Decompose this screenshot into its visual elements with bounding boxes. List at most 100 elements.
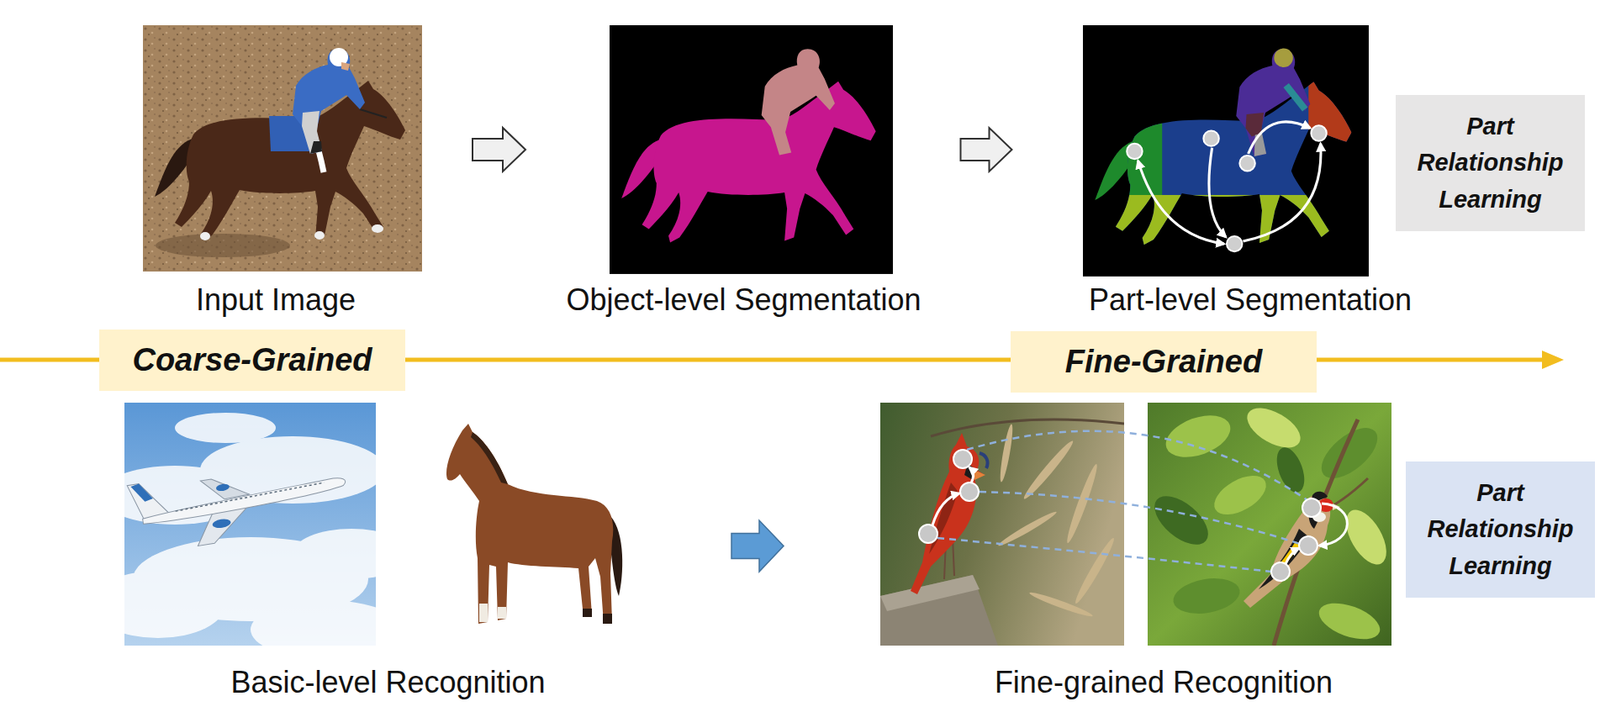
horse-photo: [446, 423, 623, 624]
correspondence-lines: [979, 491, 1300, 544]
horse-photo: [602, 613, 613, 624]
horse-rider-photo: [310, 141, 323, 154]
airplane-photo: [215, 483, 230, 492]
object-mask: [642, 81, 877, 243]
cardinal-photo: [930, 419, 1125, 437]
cardinal-photo: [929, 482, 958, 555]
goldfinch-photo: [1170, 573, 1243, 618]
part-mask: [1126, 125, 1327, 252]
box-label: Fine-Grained: [1017, 343, 1310, 382]
horse-photo: [470, 432, 508, 485]
airplane-photo: [126, 452, 352, 556]
goldfinch-photo: [1208, 467, 1273, 523]
horse-rider-photo: [371, 224, 384, 233]
bird-keypoints: [932, 493, 960, 526]
cardinal-photo: [1071, 536, 1118, 607]
object-mask: [609, 25, 893, 275]
cardinal-photo: [880, 575, 980, 612]
part-mask: [1308, 25, 1369, 143]
image-group: Fine-grained Recognition: [880, 402, 1392, 646]
part-mask: [1226, 236, 1242, 252]
goldfinch-photo: [1145, 400, 1395, 647]
cardinal-photo: [974, 469, 986, 481]
airplane-photo: [90, 402, 411, 660]
part-mask: [1235, 49, 1310, 158]
bird-keypoints: [1319, 503, 1347, 546]
object-mask: [761, 48, 835, 155]
goldfinch-photo: [1147, 486, 1217, 554]
image-panel: Part-level Segmentation: [1082, 25, 1369, 277]
bird-keypoints: [1302, 498, 1321, 518]
airplane-photo: [141, 476, 348, 526]
panel-caption: Part-level Segmentation: [1088, 281, 1412, 318]
horse-photo: [497, 607, 507, 619]
part-mask: [1254, 133, 1267, 158]
cardinal-photo: [880, 402, 1125, 646]
part-mask: [1082, 25, 1369, 277]
bird-keypoints: [1271, 498, 1321, 581]
bird-keypoints: [918, 449, 979, 544]
panel-caption: Input Image: [195, 281, 356, 318]
airplane-photo: [174, 482, 326, 512]
correspondence-lines: [937, 538, 1272, 572]
airplane-photo: [124, 412, 376, 646]
bird-keypoints: [1271, 562, 1290, 581]
cardinal-photo: [880, 575, 999, 646]
cardinal-photo: [1028, 590, 1094, 620]
airplane-photo: [211, 517, 232, 529]
part-mask: [1082, 25, 1369, 277]
horse-rider-photo: [301, 110, 323, 154]
cardinal-photo: [1020, 438, 1077, 502]
part-mask: [1310, 125, 1326, 141]
bird-keypoints: [1299, 536, 1318, 555]
goldfinch-photo: [1337, 503, 1392, 571]
bird-keypoints: [918, 524, 938, 544]
box-label: Coarse-Grained: [105, 341, 399, 381]
part-mask: [1082, 25, 1369, 277]
cardinal-photo: [996, 423, 1117, 620]
timeline-arrow: [1541, 350, 1564, 370]
horse-rider-photo: [142, 25, 423, 272]
bird-keypoints: [918, 449, 979, 544]
airplane-photo: [124, 402, 376, 646]
goldfinch-photo: [1313, 418, 1387, 488]
part-mask: [1273, 48, 1294, 68]
concept-box: Part Relationship Learning: [1405, 461, 1595, 599]
cardinal-photo: [979, 453, 988, 469]
horse-photo: [446, 423, 613, 624]
horse-rider-photo: [314, 231, 325, 240]
horse-rider-photo: [200, 232, 211, 241]
cardinal-photo: [996, 509, 1058, 550]
panel-caption: Basic-level Recognition: [230, 664, 545, 701]
horse-rider-photo: [292, 48, 365, 154]
flow-arrow: [472, 127, 526, 172]
airplane-photo: [130, 481, 154, 503]
part-mask: [1082, 25, 1369, 277]
horse-rider-photo: [341, 62, 350, 71]
part-mask: [1286, 84, 1306, 110]
goldfinch-photo: [1147, 402, 1392, 646]
airplane-photo: [124, 570, 226, 639]
horse-rider-photo: [174, 80, 406, 241]
horse-rider-photo: [155, 233, 291, 258]
part-mask: [1242, 143, 1321, 242]
stage-label: Coarse-Grained: [99, 329, 406, 391]
bird-keypoints: [1285, 548, 1300, 565]
airplane-photo: [174, 412, 276, 444]
horse-rider-photo: [142, 25, 423, 272]
image-panel: Input Image: [142, 25, 423, 272]
part-mask: [1126, 143, 1142, 159]
correspondence-lines: [937, 431, 1308, 572]
panel-caption: Object-level Segmentation: [565, 281, 921, 318]
part-mask: [1203, 130, 1219, 146]
goldfinch-photo: [1243, 495, 1331, 608]
part-mask: [1209, 147, 1226, 238]
image-group: Basic-level Recognition: [124, 402, 625, 646]
concept-box: Part Relationship Learning: [1395, 95, 1585, 233]
panel-caption: Fine-grained Recognition: [994, 664, 1333, 701]
airplane-photo: [292, 528, 376, 580]
cardinal-photo: [998, 423, 1015, 483]
cardinal-photo: [880, 402, 1125, 646]
stage-label: Fine-Grained: [1010, 331, 1317, 393]
